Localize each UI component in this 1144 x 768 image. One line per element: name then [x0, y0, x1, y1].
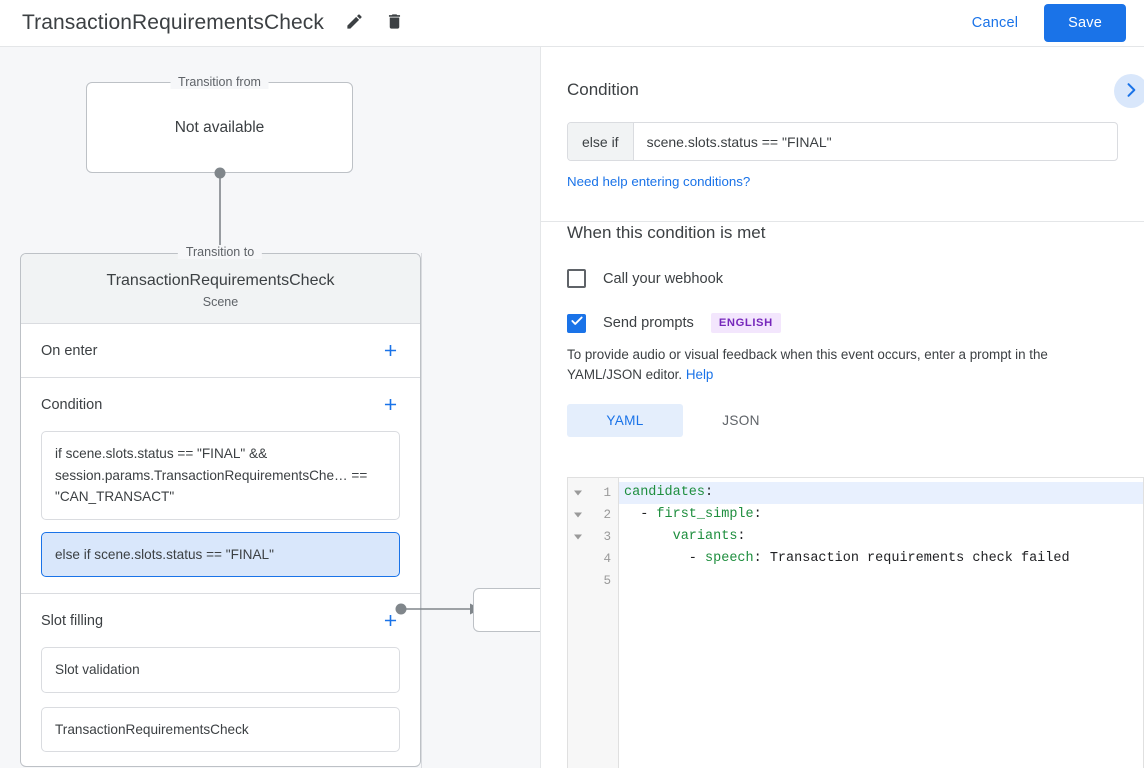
condition-heading: Condition	[567, 80, 639, 99]
editor-content[interactable]: candidates: - first_simple: variants: - …	[619, 478, 1144, 768]
when-condition-met-heading: When this condition is met	[567, 223, 766, 242]
fold-arrow-icon[interactable]	[574, 534, 582, 540]
section-on-enter: On enter	[21, 324, 420, 378]
send-prompts-row[interactable]: Send prompts ENGLISH	[567, 313, 1144, 333]
add-slot-filling-button[interactable]	[378, 609, 402, 633]
call-webhook-label: Call your webhook	[603, 270, 724, 287]
section-title-condition: Condition	[41, 396, 103, 413]
condition-input[interactable]	[633, 123, 1117, 160]
save-button[interactable]: Save	[1044, 4, 1126, 42]
gutter-line-number: 3	[568, 526, 618, 548]
section-head-condition: Condition	[21, 378, 420, 431]
code-line[interactable]: candidates:	[619, 482, 1144, 504]
plus-icon	[381, 341, 400, 360]
transition-to-card: TransactionRequirementsCheck Scene On en…	[20, 253, 421, 767]
section-head-slot-filling: Slot filling	[21, 594, 420, 647]
gutter-line-number: 1	[568, 482, 618, 504]
expand-pane-button[interactable]	[1114, 74, 1144, 108]
section-slot-filling: Slot filling Slot validation Transaction…	[21, 594, 420, 752]
cancel-button[interactable]: Cancel	[958, 5, 1032, 41]
trash-icon	[385, 12, 404, 34]
delete-button[interactable]	[377, 6, 411, 40]
call-webhook-row[interactable]: Call your webhook	[567, 269, 1144, 288]
add-condition-button[interactable]	[378, 393, 402, 417]
send-prompts-checkbox[interactable]	[567, 313, 586, 333]
fold-arrow-icon[interactable]	[574, 490, 582, 496]
slot-filling-chip[interactable]: TransactionRequirementsCheck	[41, 706, 400, 752]
plus-icon	[381, 395, 400, 414]
section-title-on-enter: On enter	[41, 342, 98, 359]
code-line[interactable]	[619, 570, 1144, 592]
send-prompts-label: Send prompts	[603, 315, 694, 331]
condition-help-link[interactable]: Need help entering conditions?	[567, 174, 751, 189]
condition-chip[interactable]: if scene.slots.status == "FINAL" && sess…	[41, 431, 400, 520]
gutter-line-number: 5	[603, 574, 611, 588]
call-webhook-checkbox[interactable]	[567, 269, 586, 288]
condition-prefix-label: else if	[568, 123, 634, 160]
transition-to-legend: Transition to	[177, 245, 263, 259]
gutter-line-number: 4	[603, 552, 611, 566]
condition-detail-pane: Condition else if Need help entering con…	[541, 47, 1144, 768]
prompt-help-link[interactable]: Help	[685, 367, 714, 382]
code-line[interactable]: variants:	[672, 529, 746, 544]
section-title-slot-filling: Slot filling	[41, 612, 104, 629]
edit-name-button[interactable]	[337, 6, 371, 40]
pane-divider[interactable]	[540, 47, 541, 768]
language-badge: ENGLISH	[710, 313, 781, 333]
tab-yaml[interactable]: YAML	[567, 404, 683, 437]
transition-from-card: Transition from Not available	[86, 75, 353, 173]
transition-from-legend: Transition from	[170, 75, 269, 89]
add-on-enter-button[interactable]	[378, 339, 402, 363]
code-line[interactable]: - first_simple:	[624, 507, 762, 522]
chevron-right-icon	[1121, 80, 1141, 103]
app-top-bar: TransactionRequirementsCheck Cancel Save	[0, 0, 1144, 47]
slot-filling-chip[interactable]: Slot validation	[41, 647, 400, 693]
canvas-guide-line	[421, 253, 422, 768]
code-line[interactable]: - speech: Transaction requirements check…	[624, 551, 1070, 566]
target-node-partial[interactable]	[473, 588, 540, 632]
tab-json[interactable]: JSON	[722, 413, 760, 428]
check-icon	[570, 314, 584, 333]
fold-arrow-icon[interactable]	[574, 512, 582, 518]
page-title: TransactionRequirementsCheck	[22, 11, 324, 34]
prompt-help-text-body: To provide audio or visual feedback when…	[567, 347, 1048, 382]
condition-expression-field[interactable]: else if	[567, 122, 1118, 161]
scene-node-subtitle: Scene	[202, 295, 239, 309]
plus-icon	[381, 611, 400, 630]
section-condition: Condition if scene.slots.status == "FINA…	[21, 378, 420, 594]
editor-format-tabs: YAML JSON	[567, 404, 1144, 437]
section-head-on-enter: On enter	[21, 324, 420, 377]
scene-node-title: TransactionRequirementsCheck	[106, 272, 335, 289]
transition-from-value: Not available	[174, 118, 265, 136]
pencil-icon	[345, 12, 364, 34]
detail-section-divider	[541, 221, 1144, 222]
graph-canvas[interactable]: Transition from Not available Transition…	[0, 47, 540, 768]
condition-chip-selected[interactable]: else if scene.slots.status == "FINAL"	[41, 531, 400, 577]
prompt-help-text: To provide audio or visual feedback when…	[567, 345, 1118, 385]
scene-node-header[interactable]: TransactionRequirementsCheck Scene	[21, 254, 420, 324]
gutter-line-number: 2	[568, 504, 618, 526]
